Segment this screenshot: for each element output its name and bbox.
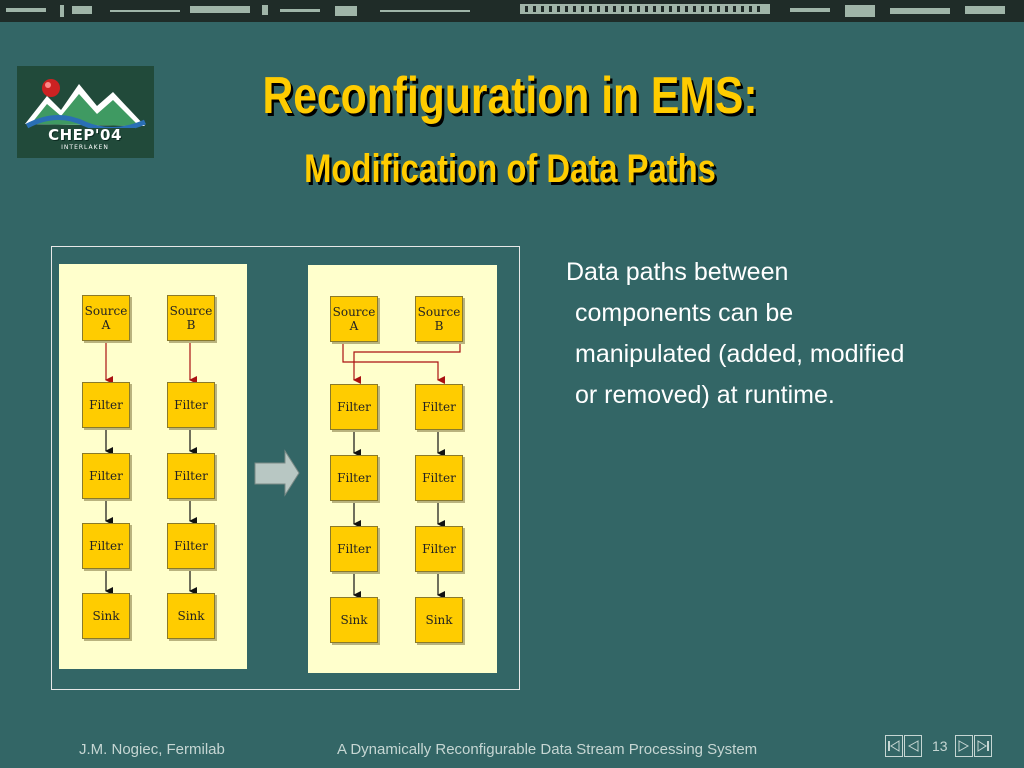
after-filter-node: Filter <box>330 455 378 501</box>
first-slide-button[interactable] <box>885 735 903 757</box>
diagram-frame <box>51 246 520 690</box>
after-filter-node: Filter <box>415 384 463 430</box>
body-text: Data paths between components can be man… <box>566 252 966 416</box>
logo-text: CHEP'04 <box>48 126 122 144</box>
before-filter-node: Filter <box>167 453 215 499</box>
body-line: manipulated (added, modified <box>575 340 905 368</box>
body-line: or removed) at runtime. <box>575 381 835 409</box>
previous-slide-icon <box>907 740 919 752</box>
slide-subtitle: Modification of Data Paths <box>304 147 716 191</box>
page-number: 13 <box>932 738 948 754</box>
body-line: components can be <box>575 299 794 327</box>
before-sink-node: Sink <box>167 593 215 639</box>
before-source-b-node: Source B <box>167 295 215 341</box>
footer-talk-title: A Dynamically Reconfigurable Data Stream… <box>337 741 758 758</box>
next-slide-icon <box>958 740 970 752</box>
before-filter-node: Filter <box>82 523 130 569</box>
after-filter-node: Filter <box>415 455 463 501</box>
last-slide-icon <box>977 740 989 752</box>
before-source-a-node: Source A <box>82 295 130 341</box>
next-slide-button[interactable] <box>955 735 973 757</box>
before-filter-node: Filter <box>167 382 215 428</box>
slide-title: Reconfiguration in EMS: <box>262 67 758 125</box>
after-source-b-node: Source B <box>415 296 463 342</box>
after-filter-node: Filter <box>415 526 463 572</box>
circuit-board-banner <box>0 0 1024 22</box>
footer-author: J.M. Nogiec, Fermilab <box>79 741 225 758</box>
before-filter-node: Filter <box>167 523 215 569</box>
after-source-a-node: Source A <box>330 296 378 342</box>
mountain-logo-icon <box>17 66 154 158</box>
chep04-logo: CHEP'04 INTERLAKEN <box>17 66 154 158</box>
body-line: Data paths between <box>566 258 789 286</box>
before-sink-node: Sink <box>82 593 130 639</box>
after-sink-node: Sink <box>330 597 378 643</box>
circuit-pattern-icon <box>6 4 1005 17</box>
first-slide-icon <box>888 740 900 752</box>
before-filter-node: Filter <box>82 382 130 428</box>
previous-slide-button[interactable] <box>904 735 922 757</box>
before-filter-node: Filter <box>82 453 130 499</box>
logo-subtext: INTERLAKEN <box>61 144 109 151</box>
last-slide-button[interactable] <box>974 735 992 757</box>
after-sink-node: Sink <box>415 597 463 643</box>
after-filter-node: Filter <box>330 526 378 572</box>
after-filter-node: Filter <box>330 384 378 430</box>
